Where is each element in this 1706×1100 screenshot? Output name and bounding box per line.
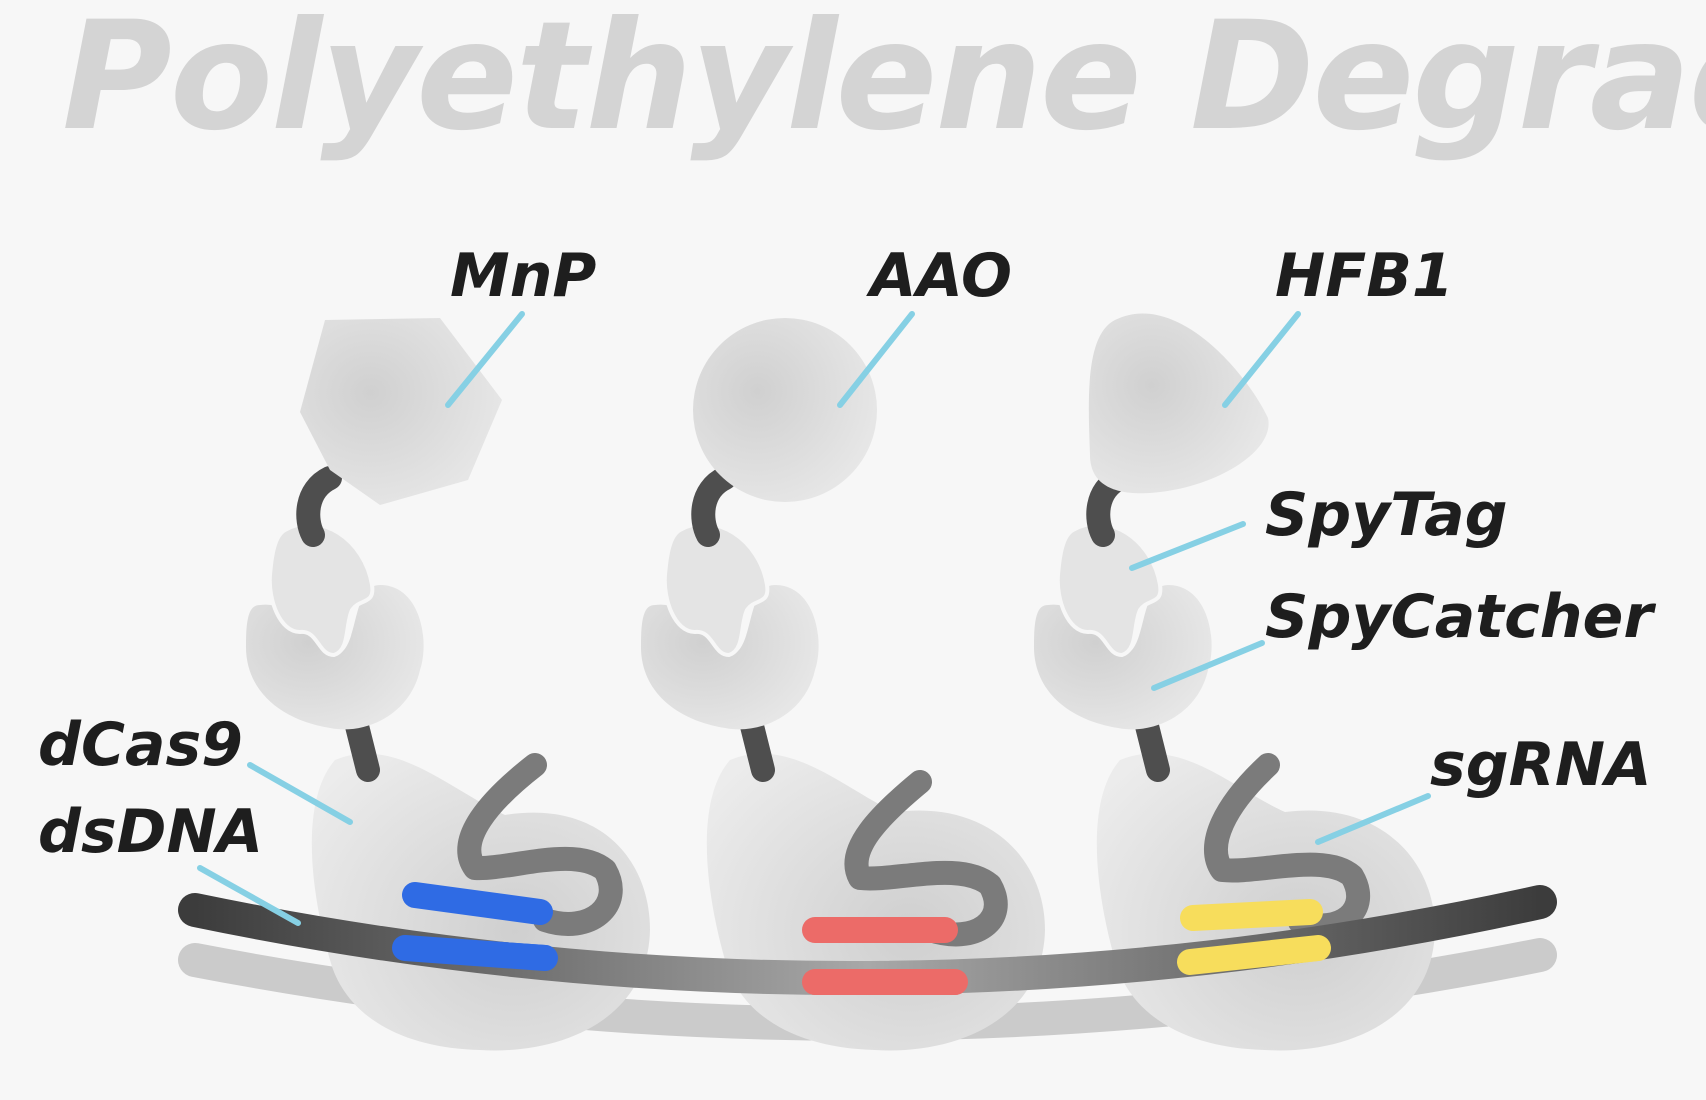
label-mnp: MnP (450, 241, 596, 311)
guide-strip-blue-front (392, 935, 558, 971)
leader-spycatcher (1151, 640, 1265, 691)
leader-sgrna (1315, 793, 1431, 845)
unit-aao (640, 318, 1045, 1051)
label-dcas9: dCas9 (38, 710, 243, 780)
aao-enzyme (693, 318, 877, 502)
hfb1-enzyme (1088, 313, 1269, 494)
sgrna-strand (844, 770, 1008, 947)
leader-mnp (445, 311, 525, 408)
diagram-title: Polyethylene Degradist (62, 0, 1706, 164)
mnp-enzyme (300, 318, 502, 505)
label-hfb1: HFB1 (1275, 241, 1454, 311)
label-spytag: SpyTag (1265, 480, 1508, 550)
leader-hfb1 (1222, 311, 1301, 408)
spytag-domain (662, 521, 770, 658)
leader-dsdna (197, 865, 301, 926)
sgrna-strand (457, 753, 623, 936)
linker-upper (691, 466, 737, 547)
label-aao: AAO (866, 241, 1012, 311)
guide-strip-yellow-front (1177, 935, 1331, 975)
label-spycatcher: SpyCatcher (1265, 582, 1656, 652)
guide-strip-top (402, 882, 553, 925)
leader-spytag (1129, 521, 1246, 571)
guide-strip-top (1180, 899, 1323, 931)
label-sgrna: sgRNA (1430, 730, 1652, 800)
leader-aao (837, 311, 915, 408)
sgrna-strand (1203, 753, 1370, 938)
label-dsdna: dsDNA (38, 797, 263, 867)
spytag-domain (267, 521, 375, 658)
leader-dcas9 (247, 762, 353, 825)
linker-upper (296, 466, 342, 547)
